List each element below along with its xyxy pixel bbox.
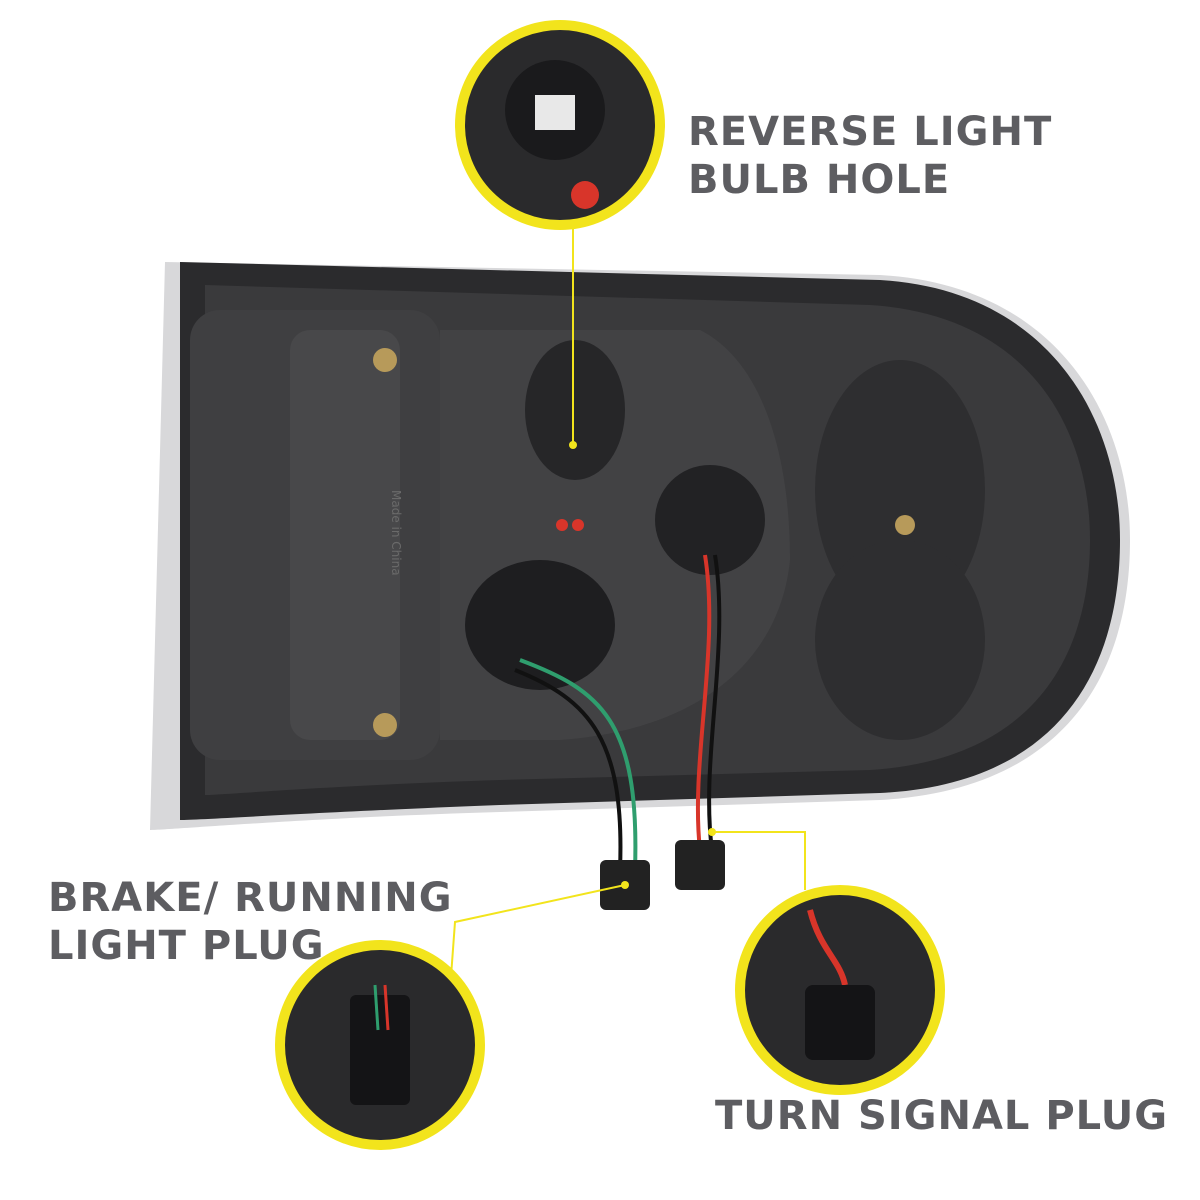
turn-plug-zoom bbox=[735, 885, 945, 1095]
callout-line: TURN SIGNAL PLUG bbox=[715, 1093, 1169, 1139]
brake-running-callout: BRAKE/ RUNNING LIGHT PLUG bbox=[48, 874, 453, 970]
callout-line: BRAKE/ RUNNING bbox=[48, 875, 453, 921]
tail-light-housing: Made in China bbox=[150, 262, 1130, 910]
leader-lines bbox=[449, 215, 806, 991]
callout-line: LIGHT PLUG bbox=[48, 923, 325, 969]
reverse-bulb-hole-zoom bbox=[455, 20, 665, 230]
brake-bulb-socket bbox=[465, 560, 615, 690]
brake-plug-zoom bbox=[275, 940, 485, 1150]
callout-line: REVERSE LIGHT bbox=[688, 109, 1053, 155]
turn-bulb-socket bbox=[655, 465, 765, 575]
made-in-china-marking: Made in China bbox=[389, 490, 403, 576]
reverse-light-callout: REVERSE LIGHT BULB HOLE bbox=[688, 108, 1052, 204]
turn-plug bbox=[675, 840, 725, 890]
callout-line: BULB HOLE bbox=[688, 157, 951, 203]
turn-signal-callout: TURN SIGNAL PLUG bbox=[715, 1092, 1168, 1140]
